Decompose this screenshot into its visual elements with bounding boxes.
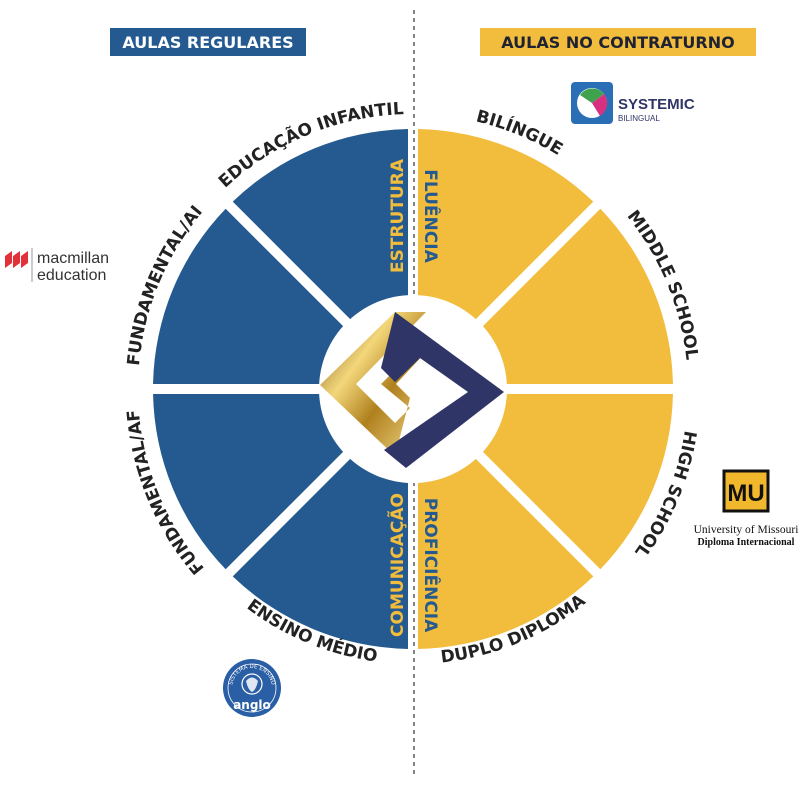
inner-label-fluencia: FLUÊNCIA [420,169,442,263]
systemic-logo: SYSTEMIC BILINGUAL [571,82,695,124]
wedge-left-1 [232,129,409,337]
missouri-line1: University of Missouri [694,524,799,536]
wedge-right-3 [465,393,673,570]
missouri-mark: MU [727,480,764,507]
macmillan-m-icon [5,251,28,268]
header-left-pill: AULAS REGULARES [110,28,306,56]
wedge-left-4 [232,441,409,649]
macmillan-line2: education [37,267,106,284]
lion-head-icon [241,673,263,695]
wedge-left-3 [153,393,361,570]
header-right-pill: AULAS NO CONTRATURNO [480,28,756,56]
systemic-line1: SYSTEMIC [618,96,695,113]
anglo-logo: SISTEMA DE ENSINO anglo [223,659,281,717]
mu-shield-icon: MU [722,469,770,513]
macmillan-line1: macmillan [37,250,109,267]
header-right-title: AULAS NO CONTRATURNO [501,33,734,52]
missouri-line2: Diploma Internacional [698,537,795,548]
inner-label-comunicacao: COMUNICAÇÃO [385,493,408,637]
inner-label-estrutura: ESTRUTURA [388,158,408,273]
anglo-word: anglo [233,698,271,712]
wedge-left-2 [153,208,361,385]
center-emblem-icon [320,312,504,468]
systemic-line2: BILINGUAL [618,114,660,123]
macmillan-logo: macmillan education [5,248,109,284]
wedge-ring [153,129,673,649]
missouri-logo: MU University of Missouri Diploma Intern… [694,469,799,548]
wedge-right-4 [417,441,594,649]
wedge-right-2 [465,208,673,385]
inner-label-proficiencia: PROFICIÊNCIA [420,498,442,633]
wedge-right-1 [417,129,594,337]
header-left-title: AULAS REGULARES [122,33,293,52]
systemic-logo-icon [571,82,613,124]
